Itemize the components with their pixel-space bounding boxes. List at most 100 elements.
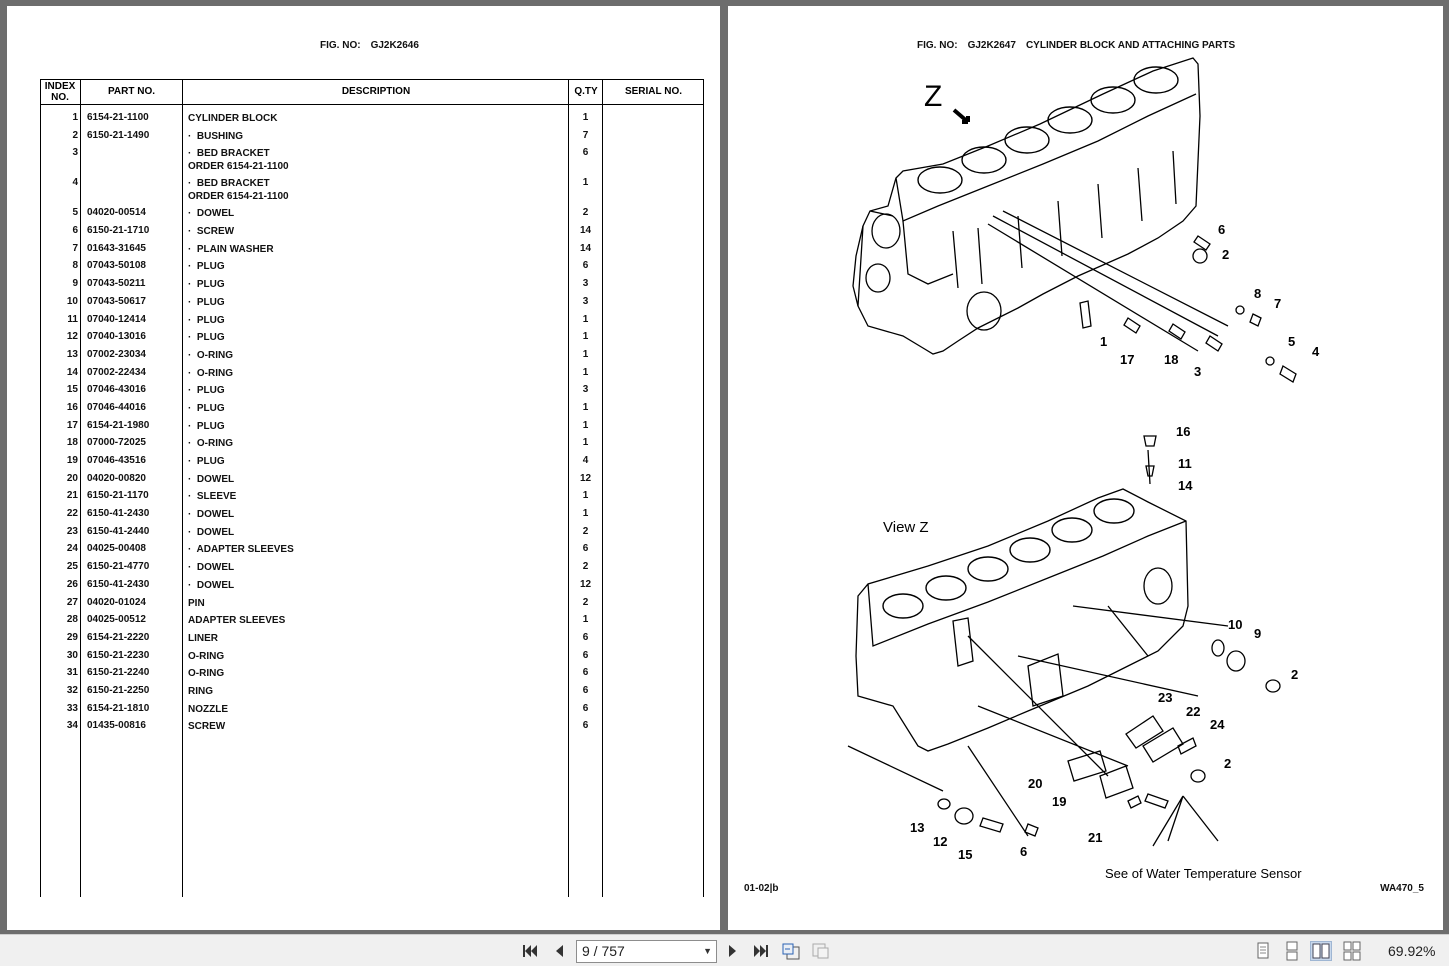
- description-cell: · BED BRACKET ORDER 6154-21-1100: [188, 148, 289, 173]
- callout-bottom: 19: [1052, 794, 1066, 809]
- description-cell: · PLUG: [188, 385, 225, 397]
- quantity-cell: 12: [579, 578, 592, 590]
- quantity-cell: 6: [582, 631, 589, 643]
- header-part-no: PART NO.: [80, 79, 183, 105]
- two-page-view-button[interactable]: [1310, 941, 1332, 961]
- page-number-field[interactable]: 9 / 757 ▼: [576, 940, 717, 963]
- callout-top: 5: [1288, 334, 1295, 349]
- continuous-view-button[interactable]: [1281, 941, 1303, 961]
- description-cell: SCREW: [188, 721, 226, 733]
- part-number-cell: 6154-21-2220: [87, 631, 150, 643]
- description-cell: · PLUG: [188, 314, 225, 326]
- index-cell: 19: [66, 455, 78, 466]
- quantity-cell: 1: [582, 401, 589, 413]
- quantity-cell: 4: [582, 455, 589, 466]
- description-cell: · DOWEL: [188, 509, 235, 521]
- view-z-label: View Z: [883, 519, 929, 536]
- quantity-cell: 1: [582, 177, 589, 189]
- quantity-cell: 1: [582, 614, 589, 626]
- index-cell: 23: [66, 525, 78, 537]
- description-cell: · PLUG: [188, 420, 225, 432]
- previous-view-button[interactable]: [781, 941, 801, 961]
- part-number-cell: 6150-41-2440: [87, 525, 150, 537]
- index-cell: 24: [66, 543, 78, 555]
- description-cell: · DOWEL: [188, 562, 235, 574]
- index-cell: 18: [66, 437, 78, 449]
- index-cell: 28: [66, 614, 78, 626]
- callout-bottom: 15: [958, 847, 972, 862]
- next-view-button[interactable]: [811, 941, 831, 961]
- last-page-icon: [754, 945, 768, 957]
- bottom-exploded-parts: [937, 435, 1281, 847]
- sensor-note: See of Water Temperature Sensor: [1105, 866, 1302, 881]
- quantity-cell: 2: [582, 561, 589, 573]
- view-arrow-label: Z: [924, 80, 942, 113]
- fig-number-header: FIG. NO:GJ2K2646: [320, 40, 419, 51]
- part-number-cell: 6150-21-1490: [87, 129, 150, 141]
- description-cell: · SLEEVE: [188, 491, 237, 503]
- zoom-level[interactable]: 69.92%: [1388, 943, 1436, 959]
- part-number-cell: 01435-00816: [87, 720, 146, 732]
- description-cell: O-RING: [188, 650, 225, 662]
- header-qty: Q.TY: [569, 79, 603, 105]
- first-page-button[interactable]: [520, 941, 540, 961]
- quantity-cell: 1: [582, 437, 589, 449]
- callout-top: 4: [1312, 344, 1320, 359]
- cylinder-block-top-view: [852, 57, 1229, 355]
- callout-top: 1: [1100, 334, 1107, 349]
- description-cell: · PLUG: [188, 402, 225, 414]
- page-dropdown-icon[interactable]: ▼: [703, 946, 712, 956]
- quantity-cell: 2: [582, 525, 589, 537]
- index-cell: 15: [66, 384, 78, 396]
- quantity-cell: 1: [582, 490, 589, 502]
- last-page-button[interactable]: [751, 941, 771, 961]
- quantity-cell: 6: [582, 147, 589, 159]
- index-cell: 32: [66, 684, 78, 696]
- callout-top: 7: [1274, 296, 1281, 311]
- quantity-cell: 6: [582, 543, 589, 555]
- two-page-continuous-view-button[interactable]: [1341, 941, 1363, 961]
- next-page-button[interactable]: [723, 941, 743, 961]
- index-cell: 9: [72, 278, 78, 290]
- header-description: DESCRIPTION: [183, 79, 569, 105]
- description-cell: · BED BRACKET ORDER 6154-21-1100: [188, 178, 289, 203]
- callout-top: 6: [1218, 222, 1225, 237]
- part-number-cell: 07040-12414: [87, 313, 146, 325]
- description-cell: O-RING: [188, 668, 225, 680]
- index-cell: 17: [66, 419, 78, 431]
- cylinder-block-diagram: Z View Z 6 2 8 7 5 4 1 17 18 3 16 11 14 …: [847, 57, 1320, 881]
- quantity-cell: 1: [582, 419, 589, 431]
- index-cell: 33: [66, 702, 78, 714]
- callout-bottom: 2: [1291, 667, 1298, 682]
- previous-page-button[interactable]: [549, 941, 569, 961]
- callout-bottom: 12: [933, 834, 947, 849]
- description-cell: · BUSHING: [188, 130, 243, 142]
- index-cell: 34: [66, 720, 78, 732]
- pdf-navigation-toolbar: 9 / 757 ▼ 69.92%: [0, 934, 1449, 966]
- part-number-cell: 6150-41-2430: [87, 578, 150, 590]
- quantity-cell: 1: [582, 348, 589, 360]
- part-number-cell: 04020-00820: [87, 472, 146, 484]
- part-number-cell: 07040-13016: [87, 331, 146, 343]
- callout-bottom: 21: [1088, 830, 1102, 845]
- single-page-view-button[interactable]: [1252, 941, 1274, 961]
- quantity-cell: 6: [582, 720, 589, 732]
- part-number-cell: 04020-00514: [87, 207, 146, 219]
- quantity-cell: 3: [582, 295, 589, 307]
- index-cell: 10: [66, 295, 78, 307]
- index-cell: 20: [66, 472, 78, 484]
- quantity-cell: 6: [582, 684, 589, 696]
- description-cell: PIN: [188, 597, 205, 609]
